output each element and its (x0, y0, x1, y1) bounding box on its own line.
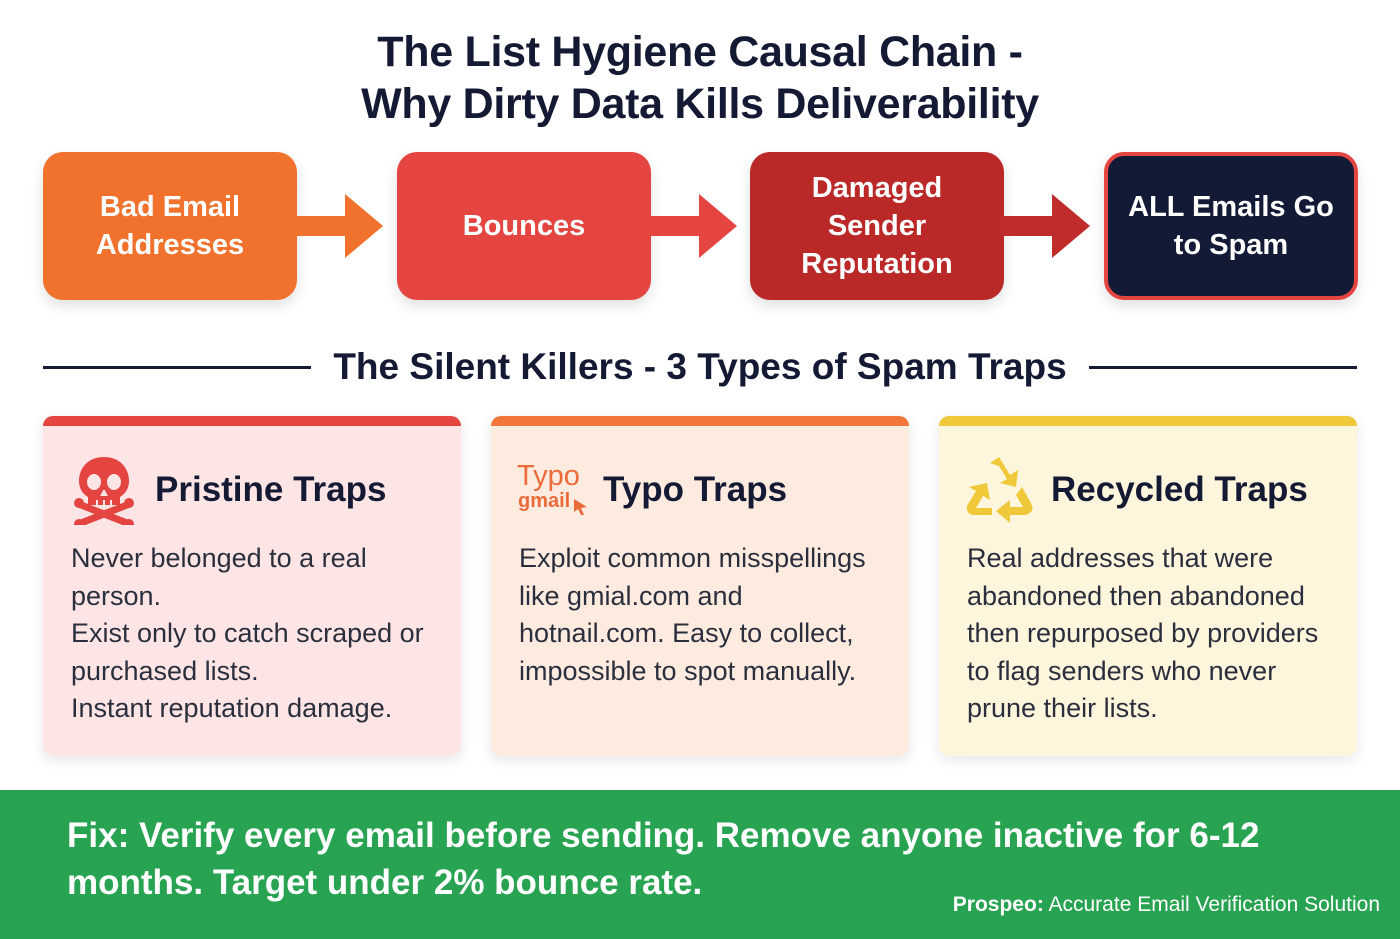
arrow-right-icon (1000, 194, 1090, 258)
typo-icon-text: Typo (517, 460, 580, 492)
card-accent-bar (43, 416, 461, 426)
card-accent-bar (939, 416, 1357, 426)
arrow-right-icon (647, 194, 737, 258)
title-line-2: Why Dirty Data Kills Deliverability (361, 80, 1039, 128)
flow-step-all-emails-go-to-spam: ALL Emails Go to Spam (1104, 152, 1358, 300)
card-body-line: Never belonged to a real person. (71, 543, 367, 611)
recycle-icon (965, 454, 1035, 526)
flow-step-bounces: Bounces (397, 152, 651, 300)
gmail-icon-text: gmail (518, 490, 571, 512)
card-body-line: Exist only to catch scraped or purchased… (71, 618, 424, 686)
skull-crossbones-icon (69, 454, 139, 526)
title-line-1: The List Hygiene Causal Chain - (377, 28, 1023, 76)
credit-text: Accurate Email Verification Solution (1048, 893, 1381, 916)
page-title: The List Hygiene Causal Chain - Why Dirt… (0, 26, 1400, 130)
card-body-line: Real addresses that were abandoned then … (967, 543, 1319, 723)
fix-text: Fix: Verify every email before sending. … (67, 816, 1260, 902)
card-title: Recycled Traps (1051, 470, 1308, 509)
card-accent-bar (491, 416, 909, 426)
card-body: Real addresses that were abandoned then … (967, 540, 1337, 728)
causal-chain-flow: Bad Email Addresses Bounces Damaged Send… (0, 0, 1400, 320)
section-heading: The Silent Killers - 3 Types of Spam Tra… (43, 340, 1358, 394)
card-typo-traps: Typo gmail Typo Traps Exploit common mis… (491, 416, 909, 756)
fix-banner: Fix: Verify every email before sending. … (0, 790, 1400, 939)
card-body: Never belonged to a real person. Exist o… (71, 540, 441, 728)
flow-step-bad-email-addresses: Bad Email Addresses (43, 152, 297, 300)
divider-right (1088, 365, 1358, 369)
card-body-line: Instant reputation damage. (71, 693, 393, 723)
flow-step-damaged-sender-reputation: Damaged Sender Reputation (750, 152, 1004, 300)
card-pristine-traps: Pristine Traps Never belonged to a real … (43, 416, 461, 756)
section-heading-label: The Silent Killers - 3 Types of Spam Tra… (333, 346, 1067, 387)
card-title: Typo Traps (603, 470, 788, 509)
cursor-icon (574, 499, 587, 515)
card-body: Exploit common misspellings like gmial.c… (519, 540, 889, 690)
card-body-line: Exploit common misspellings like gmial.c… (519, 543, 866, 686)
card-title: Pristine Traps (155, 470, 387, 509)
card-recycled-traps: Recycled Traps Real addresses that were … (939, 416, 1357, 756)
credit-brand: Prospeo: (952, 893, 1044, 916)
credit-line: Prospeo: Accurate Email Verification Sol… (953, 893, 1380, 917)
arrow-right-icon (293, 194, 383, 258)
typo-gmail-icon: Typo gmail (517, 454, 587, 526)
divider-left (43, 365, 312, 369)
